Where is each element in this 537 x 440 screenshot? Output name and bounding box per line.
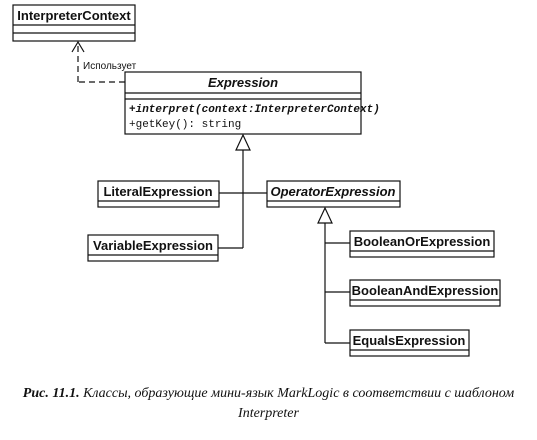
class-name: LiteralExpression — [103, 184, 212, 199]
class-name: VariableExpression — [93, 238, 213, 253]
class-name: InterpreterContext — [17, 8, 131, 23]
class-literal-expression: LiteralExpression — [97, 180, 220, 208]
inheritance-triangle — [317, 206, 333, 224]
inheritance-triangle — [235, 133, 251, 151]
figure-caption: Рис. 11.1. Классы, образующие мини-язык … — [0, 384, 537, 424]
class-name: BooleanAndExpression — [352, 283, 499, 298]
class-name: OperatorExpression — [271, 184, 396, 199]
generalization-operator-expression — [317, 206, 350, 344]
class-operator-expression: OperatorExpression — [266, 180, 401, 208]
dependency-uses: Использует — [71, 40, 137, 83]
class-boolean-or-expression: BooleanOrExpression — [349, 230, 495, 258]
class-box — [124, 71, 362, 135]
class-box — [349, 279, 501, 307]
generalization-expression — [218, 133, 267, 249]
figure-caption-text: Классы, образующие мини-язык MarkLogic в… — [83, 386, 515, 421]
class-variable-expression: VariableExpression — [87, 234, 219, 262]
figure-number: Рис. 11.1. — [22, 386, 80, 401]
class-name: EqualsExpression — [353, 333, 466, 348]
class-name: BooleanOrExpression — [354, 234, 491, 249]
uml-class-diagram: InterpreterContext Использует Expression… — [12, 4, 501, 357]
operation-interpret: +interpret(context:InterpreterContext) — [129, 104, 380, 116]
class-box — [266, 180, 401, 208]
class-box — [349, 230, 495, 258]
class-box — [12, 4, 136, 42]
class-equals-expression: EqualsExpression — [349, 329, 470, 357]
class-box — [349, 329, 470, 357]
class-interpreter-context: InterpreterContext — [12, 4, 136, 42]
class-expression: Expression +interpret(context:Interprete… — [124, 71, 380, 135]
class-boolean-and-expression: BooleanAndExpression — [349, 279, 501, 307]
class-box — [87, 234, 219, 262]
operation-get-key: +getKey(): string — [129, 119, 241, 131]
class-box — [97, 180, 220, 208]
dependency-label: Использует — [83, 61, 137, 72]
class-name: Expression — [208, 75, 278, 90]
open-arrowhead — [71, 40, 85, 53]
